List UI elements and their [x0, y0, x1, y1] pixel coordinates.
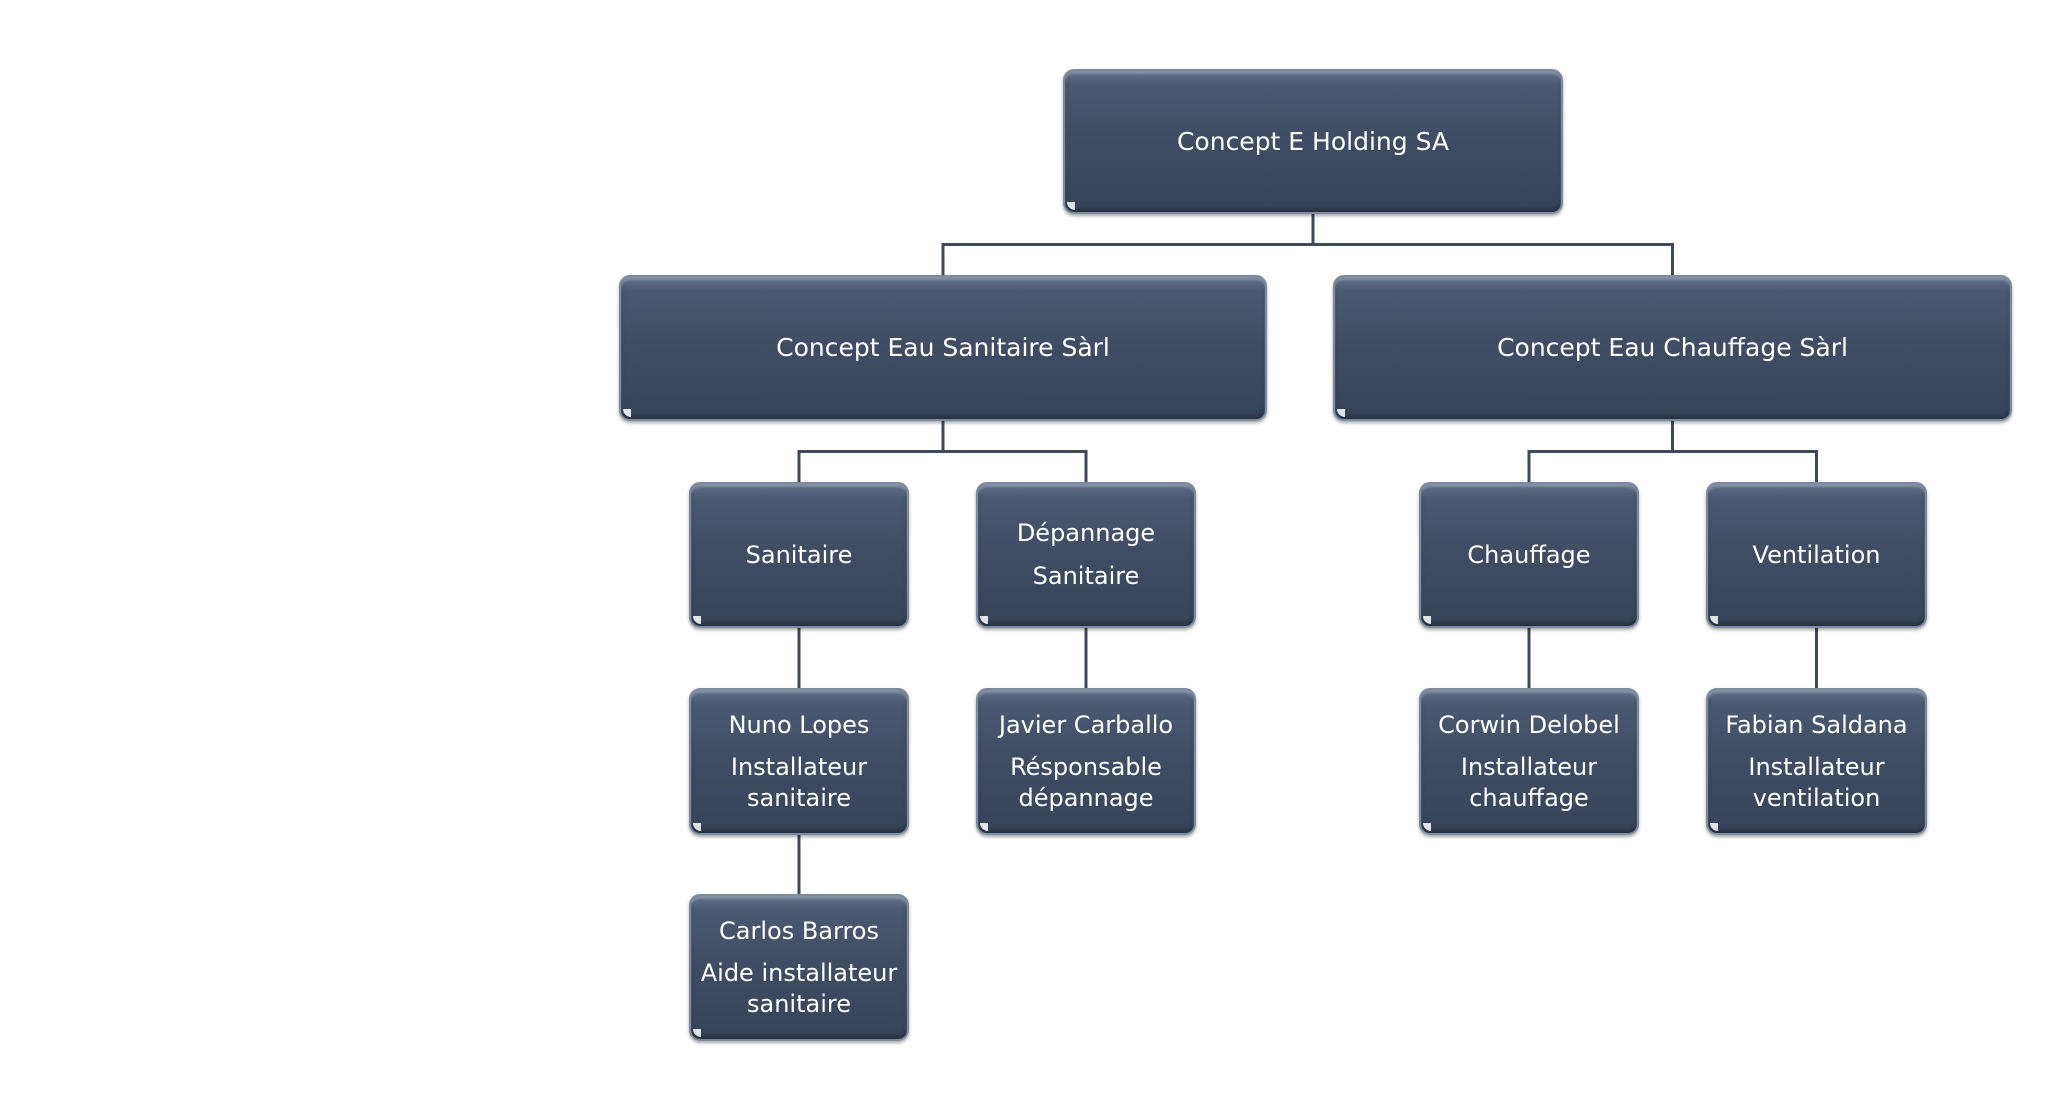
- corner-notch: [980, 823, 988, 831]
- connector-chauffage_sarl-chauffage: [1527, 421, 1674, 482]
- corner-notch: [1337, 409, 1345, 417]
- corner-notch: [623, 409, 631, 417]
- node-chauffage: Chauffage: [1419, 482, 1639, 628]
- node-carlos-barros: Carlos Barros Aide installateur sanitair…: [689, 894, 909, 1041]
- corner-notch: [1710, 616, 1718, 624]
- node-title: Chauffage: [1467, 541, 1591, 569]
- node-title: Javier Carballo: [998, 710, 1174, 739]
- connector-chauffage_sarl-ventilation: [1671, 421, 1818, 482]
- node-fabian-saldana: Fabian Saldana Installateur ventilation: [1706, 688, 1927, 835]
- node-title: Concept Eau Sanitaire Sàrl: [776, 333, 1110, 362]
- node-corwin-delobel: Corwin Delobel Installateur chauffage: [1419, 688, 1639, 835]
- node-title: Concept E Holding SA: [1176, 126, 1450, 156]
- corner-notch: [693, 823, 701, 831]
- corner-notch: [1710, 823, 1718, 831]
- corner-notch: [980, 616, 988, 624]
- node-ventilation: Ventilation: [1706, 482, 1927, 628]
- node-title: Ventilation: [1752, 541, 1881, 569]
- node-subtitle: Résponsable dépannage: [1010, 752, 1162, 812]
- node-title: Carlos Barros: [719, 916, 879, 945]
- node-title: Fabian Saldana: [1725, 710, 1908, 739]
- node-concept-eau-sanitaire: Concept Eau Sanitaire Sàrl: [619, 275, 1267, 421]
- node-javier-carballo: Javier Carballo Résponsable dépannage: [976, 688, 1196, 835]
- corner-notch: [693, 1029, 701, 1037]
- connector-sanitaire_sarl-depannage: [941, 421, 1088, 482]
- corner-notch: [1423, 823, 1431, 831]
- connector-holding-sanitaire_sarl: [941, 214, 1315, 275]
- node-title: Dépannage: [1016, 519, 1156, 547]
- corner-notch: [1423, 616, 1431, 624]
- node-subtitle: Installateur ventilation: [1748, 752, 1885, 812]
- node-sanitaire: Sanitaire: [689, 482, 909, 628]
- connector-holding-chauffage_sarl: [1311, 214, 1674, 275]
- node-subtitle: Sanitaire: [1032, 562, 1140, 590]
- node-subtitle: Installateur chauffage: [1460, 752, 1598, 812]
- node-title: Concept Eau Chauffage Sàrl: [1497, 333, 1848, 362]
- node-concept-eau-chauffage: Concept Eau Chauffage Sàrl: [1333, 275, 2012, 421]
- node-depannage-sanitaire: Dépannage Sanitaire: [976, 482, 1196, 628]
- node-title: Nuno Lopes: [728, 710, 870, 739]
- corner-notch: [693, 616, 701, 624]
- node-nuno-lopes: Nuno Lopes Installateur sanitaire: [689, 688, 909, 835]
- node-concept-e-holding: Concept E Holding SA: [1063, 69, 1563, 214]
- corner-notch: [1067, 202, 1075, 210]
- connector-sanitaire_sarl-sanitaire: [797, 421, 945, 482]
- node-subtitle: Installateur sanitaire: [730, 752, 868, 812]
- node-title: Corwin Delobel: [1438, 710, 1620, 739]
- node-subtitle: Aide installateur sanitaire: [700, 958, 898, 1018]
- node-title: Sanitaire: [745, 541, 853, 569]
